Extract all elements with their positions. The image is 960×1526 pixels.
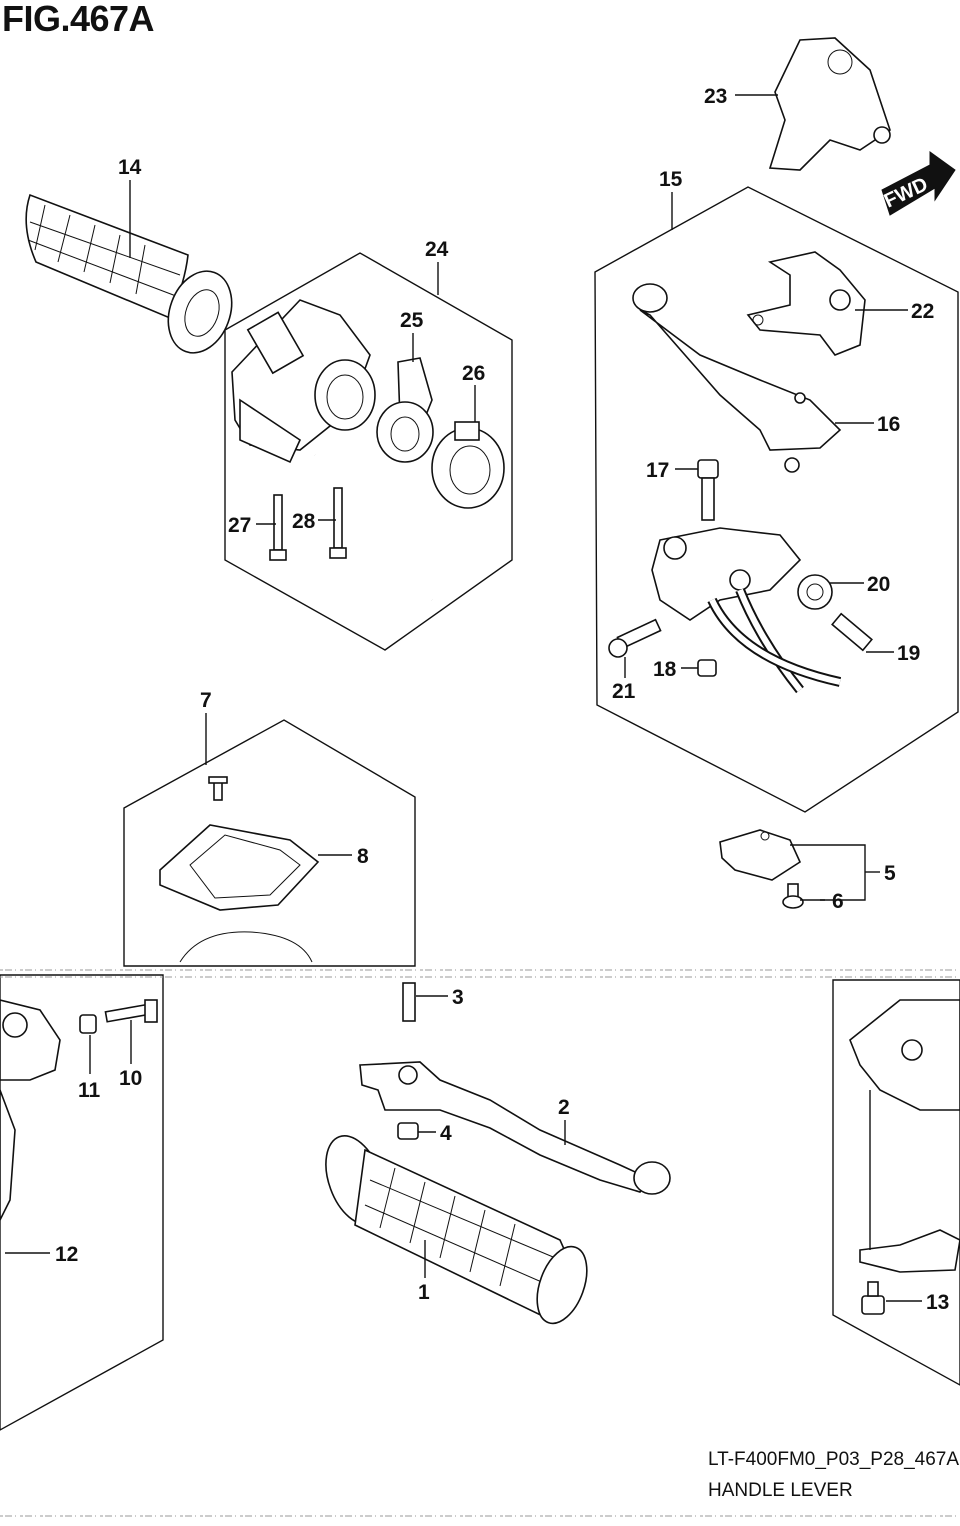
part-16-lever-drawing xyxy=(632,283,842,473)
callout-11-label: 11 xyxy=(78,1079,101,1102)
group-box-left xyxy=(0,974,164,1431)
part-3-pin-drawing xyxy=(402,982,416,1022)
callout-1-label: 1 xyxy=(418,1281,430,1304)
callout-12: 12 xyxy=(5,1243,78,1266)
part-1-grip-drawing xyxy=(325,1135,588,1325)
callout-14: 14 xyxy=(118,156,142,258)
part-11-nut-drawing xyxy=(79,1014,97,1034)
part-6-screw-drawing xyxy=(782,883,804,909)
callout-8: 8 xyxy=(318,845,369,868)
callout-27-label: 27 xyxy=(228,514,251,537)
figure-code: LT-F400FM0_P03_P28_467A xyxy=(708,1449,960,1470)
part-4-nut-drawing xyxy=(397,1122,419,1140)
part-25-knob-drawing xyxy=(376,357,434,463)
callout-28-label: 28 xyxy=(292,510,316,533)
part-2-lever-drawing xyxy=(359,1061,671,1195)
part-14-grip-drawing xyxy=(25,193,233,354)
part-17-bolt-drawing xyxy=(697,459,719,521)
part-20-adjuster-drawing xyxy=(797,574,833,610)
right-housing-drawing xyxy=(849,999,960,1273)
callout-5: 5 xyxy=(790,844,896,901)
group-box-24 xyxy=(224,252,513,651)
part-22-plate-drawing xyxy=(746,251,866,356)
callout-12-label: 12 xyxy=(55,1243,78,1266)
callout-13: 13 xyxy=(886,1291,949,1314)
callout-1: 1 xyxy=(418,1240,430,1304)
callout-3: 3 xyxy=(416,986,464,1009)
part-24-switch-drawing xyxy=(231,299,434,604)
part-23-cover-drawing xyxy=(768,37,891,171)
group-box-7 xyxy=(123,719,416,967)
lever-bracket-drawing xyxy=(651,527,842,694)
callout-2-label: 2 xyxy=(558,1096,570,1119)
callout-28: 28 xyxy=(292,510,336,533)
part-28-screw-drawing xyxy=(329,487,347,559)
callout-24: 24 xyxy=(425,238,449,295)
part-8-cover-drawing xyxy=(159,776,320,911)
callout-23-label: 23 xyxy=(704,85,727,108)
callout-22-label: 22 xyxy=(911,300,934,323)
callout-17-label: 17 xyxy=(646,459,669,482)
callout-24-label: 24 xyxy=(425,238,449,261)
callout-21: 21 xyxy=(612,657,636,703)
callout-8-label: 8 xyxy=(357,845,369,868)
callout-2: 2 xyxy=(558,1096,570,1145)
part-21-bolt-drawing xyxy=(608,618,662,658)
callout-22: 22 xyxy=(855,300,934,323)
part-5-switch-drawing xyxy=(719,829,802,881)
callout-18: 18 xyxy=(653,658,698,681)
left-housing-drawing xyxy=(0,999,61,1221)
callout-27: 27 xyxy=(228,514,276,537)
callout-20: 20 xyxy=(830,573,890,596)
callout-15-label: 15 xyxy=(659,168,683,191)
callout-25-label: 25 xyxy=(400,309,424,332)
callout-4: 4 xyxy=(418,1122,452,1145)
group-box-right xyxy=(832,979,960,1386)
callout-18-label: 18 xyxy=(653,658,677,681)
callout-15: 15 xyxy=(659,168,683,230)
callout-16-label: 16 xyxy=(877,413,900,436)
callout-16: 16 xyxy=(835,413,900,436)
callout-20-label: 20 xyxy=(867,573,890,596)
callout-11: 11 xyxy=(78,1035,101,1102)
callout-17: 17 xyxy=(646,459,698,482)
callout-10: 10 xyxy=(119,1020,142,1090)
callout-7: 7 xyxy=(200,689,212,765)
part-26-collar-drawing xyxy=(431,421,505,509)
part-10-bolt-drawing xyxy=(104,999,158,1023)
callout-26-label: 26 xyxy=(462,362,485,385)
figure-name: HANDLE LEVER xyxy=(708,1480,853,1501)
callout-3-label: 3 xyxy=(452,986,464,1009)
callout-19-label: 19 xyxy=(897,642,920,665)
callout-5-label: 5 xyxy=(884,862,896,885)
callout-14-label: 14 xyxy=(118,156,142,179)
callout-7-label: 7 xyxy=(200,689,212,712)
callout-21-label: 21 xyxy=(612,680,636,703)
fwd-direction-arrow: FWD xyxy=(881,151,956,216)
figure-title: FIG.467A xyxy=(2,0,155,39)
callout-23: 23 xyxy=(704,85,778,108)
group-box-15 xyxy=(594,186,959,813)
gasket-drawing xyxy=(179,931,313,963)
part-19-bolt-drawing xyxy=(831,612,873,652)
callout-4-label: 4 xyxy=(440,1122,452,1145)
callout-25: 25 xyxy=(400,309,424,362)
callout-10-label: 10 xyxy=(119,1067,142,1090)
callout-19: 19 xyxy=(866,642,920,665)
callout-6-label: 6 xyxy=(832,890,844,913)
part-27-screw-drawing xyxy=(269,494,287,561)
callout-13-label: 13 xyxy=(926,1291,949,1314)
callout-26: 26 xyxy=(462,362,485,422)
part-13-bolt-drawing xyxy=(861,1281,885,1315)
part-18-nut-drawing xyxy=(697,659,717,677)
callout-6: 6 xyxy=(800,890,844,913)
